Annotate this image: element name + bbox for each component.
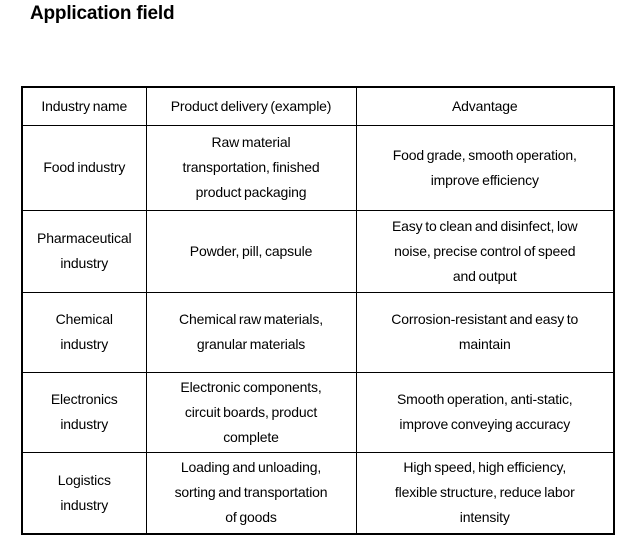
cell-advantage: Smooth operation, anti-static, improve c… — [355, 371, 615, 453]
cell-industry-name: Food industry — [21, 124, 147, 211]
cell-product-delivery: Chemical raw materials, granular materia… — [145, 291, 357, 373]
cell-industry-name: Pharmaceutical industry — [21, 209, 147, 293]
table-row-electronics-industry: Electronics industry Electronic componen… — [21, 371, 615, 453]
column-header-product-delivery: Product delivery (example) — [145, 86, 357, 126]
cell-product-delivery: Loading and unloading, sorting and trans… — [145, 451, 357, 535]
column-header-industry-name: Industry name — [21, 86, 147, 126]
cell-industry-name: Logistics industry — [21, 451, 147, 535]
cell-product-delivery: Raw material transportation, finished pr… — [145, 124, 357, 211]
cell-advantage: Corrosion-resistant and easy to maintain — [355, 291, 615, 373]
table-row-pharmaceutical-industry: Pharmaceutical industry Powder, pill, ca… — [21, 209, 615, 293]
table-row-chemical-industry: Chemical industry Chemical raw materials… — [21, 291, 615, 373]
cell-industry-name: Chemical industry — [21, 291, 147, 373]
cell-advantage: High speed, high efficiency, flexible st… — [355, 451, 615, 535]
table-row-food-industry: Food industry Raw material transportatio… — [21, 124, 615, 211]
cell-product-delivery: Electronic components, circuit boards, p… — [145, 371, 357, 453]
page-title: Application field — [30, 3, 175, 24]
cell-product-delivery: Powder, pill, capsule — [145, 209, 357, 293]
table-header-row: Industry name Product delivery (example)… — [21, 86, 615, 126]
column-header-advantage: Advantage — [355, 86, 615, 126]
cell-advantage: Easy to clean and disinfect, low noise, … — [355, 209, 615, 293]
table-row-logistics-industry: Logistics industry Loading and unloading… — [21, 451, 615, 535]
cell-advantage: Food grade, smooth operation, improve ef… — [355, 124, 615, 211]
cell-industry-name: Electronics industry — [21, 371, 147, 453]
application-field-table: Industry name Product delivery (example)… — [21, 86, 615, 535]
